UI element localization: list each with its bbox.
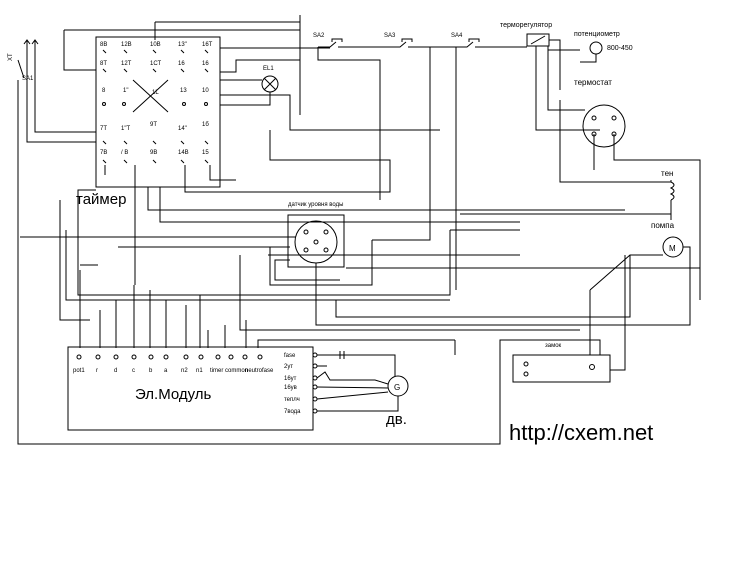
module-terminal-label: d [114,368,117,374]
timer-terminal-label: 1L [152,90,159,96]
module-terminal-label: a [164,368,168,374]
timer-terminal-label: 7В [100,150,107,156]
thermostat-label: термостат [574,78,612,87]
plug-label: XT [8,53,14,61]
switch-sa3-label: SA3 [384,33,396,39]
timer-terminal-label: 1"Т [121,126,130,132]
motor-label: дв. [386,411,407,428]
heater: тен [661,169,675,205]
wires [17,15,701,445]
motor-symbol: G [394,383,400,392]
timer-terminal-label: 9Т [150,122,157,128]
module-side-label: 7вода [284,409,301,415]
potentiometer-label: потенциометр [574,31,620,38]
timer-terminal-label: 12Т [121,61,132,67]
potentiometer: потенциометр 800-450 [574,31,633,55]
heater-label: тен [661,169,673,178]
timer-terminal-labels: 8В 12В 10В 13" 16Т 8Т 12Т 1СТ 16 16 8 1"… [100,42,213,156]
motor: G дв. [316,351,409,428]
lock-label: замок [545,343,562,349]
timer-box [95,36,221,188]
water-sensor-label: датчик уровня воды [288,202,343,208]
module-side-label: 16ув [284,385,297,391]
module-terminal-label: b [149,368,153,374]
timer-terminal-label: 8 [102,88,106,94]
timer-terminal-label: 16 [202,61,209,67]
switch-sa1: SA1 [17,59,34,95]
module-terminal-label: common [225,368,248,374]
module-title: Эл.Модуль [135,386,212,403]
timer-label: таймер [76,191,126,208]
timer-terminal-label: 7Т [100,126,107,132]
module-terminal-label: n2 [181,368,188,374]
timer-terminal-label: 10В [150,42,161,48]
timer-terminal-label: 1б [202,122,209,128]
module-terminal-label: r [96,368,98,374]
switches-top: SA2 SA3 SA4 [313,33,483,48]
module-terminal-label: c [132,368,135,374]
switch-sa2-label: SA2 [313,33,325,39]
module-terminal-label: neutro [245,368,263,374]
timer-terminal-label: 16 [178,61,185,67]
timer-terminal-label: 9В [150,150,157,156]
pump: помпа M [651,221,684,258]
pump-label: помпа [651,221,675,230]
timer-terminal-label: 12В [121,42,132,48]
pump-motor-symbol: M [669,244,676,253]
timer-terminal-label: 15 [202,150,209,156]
lamp-label: EL1 [263,66,274,72]
module-side-label: теплч [284,397,300,403]
module-terminal-label: timer [210,368,223,374]
timer-terminal-label: 8Т [100,61,107,67]
timer-terminal-label: 16Т [202,42,213,48]
module-side-label: fase [284,353,296,359]
electronic-module: pot1 r d c b a n2 n1 timer common neutro… [67,346,318,431]
module-terminal-label: pot1 [73,368,85,374]
timer-terminal-label: 10 [202,88,209,94]
module-terminal-label: n1 [196,368,203,374]
source-url: http://cxem.net [509,420,653,445]
thermoregulator: терморегулятор [500,22,552,47]
timer-terminal-label: 14В [178,150,189,156]
timer-terminal-label: 8В [100,42,107,48]
timer-terminal-label: 13 [180,88,187,94]
switch-sa1-label: SA1 [22,76,34,82]
module-side-label: 2ут [284,364,293,370]
timer-terminal-label: 1СТ [150,61,161,67]
switch-sa4-label: SA4 [451,33,463,39]
lamp-el1: EL1 [261,66,279,93]
timer-terminal-label: 14" [178,126,187,132]
door-lock: замок [512,343,611,383]
thermoregulator-label: терморегулятор [500,22,552,29]
timer-terminal-marks [102,49,209,164]
timer-terminal-label: / В [121,150,128,156]
plug-xt: XT [8,39,39,110]
timer-terminal-label: 1" [123,88,128,94]
water-level-sensor: датчик уровня воды [287,202,345,268]
thermostat: термостат [574,78,626,148]
timer-terminal-label: 13" [178,42,187,48]
module-terminal-label: fase [262,368,274,374]
module-side-label: 16ут [284,376,297,382]
potentiometer-value: 800-450 [607,45,633,52]
